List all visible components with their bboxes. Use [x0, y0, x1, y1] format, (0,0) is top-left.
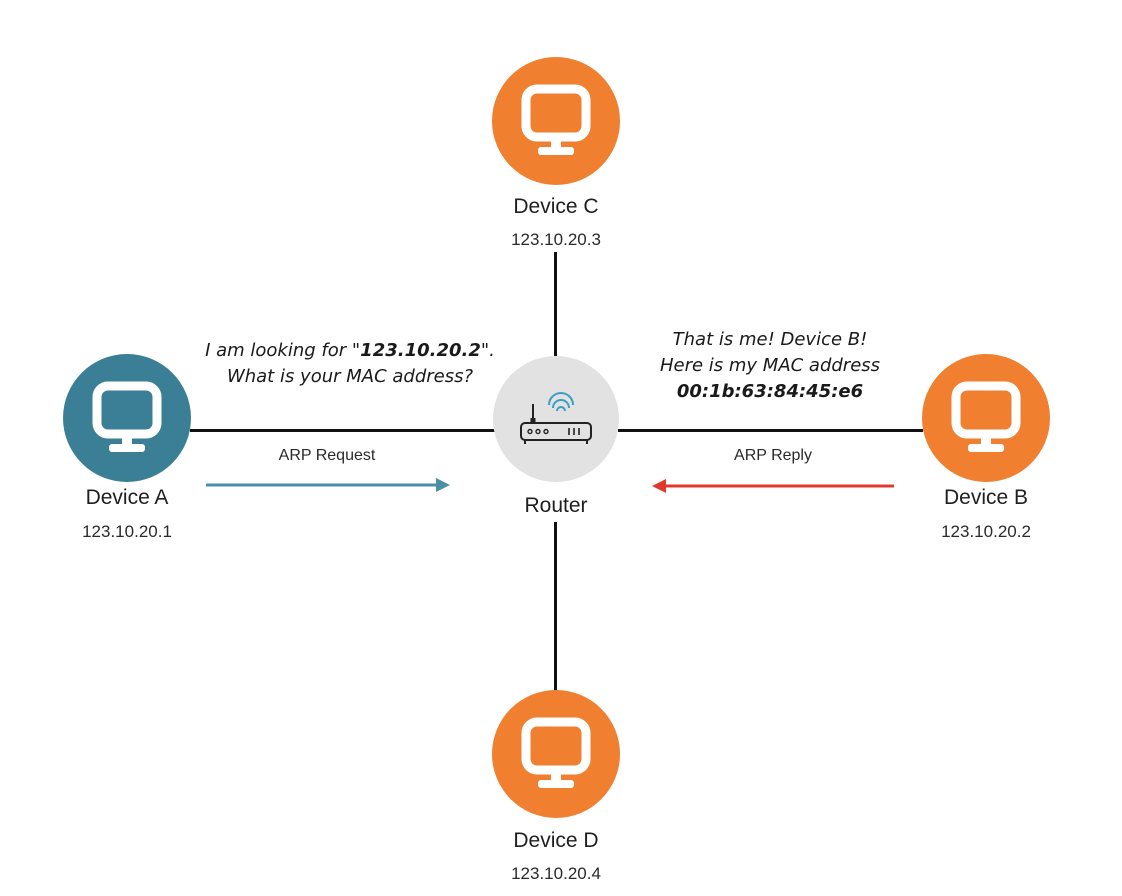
link-router-device-a	[190, 429, 495, 432]
request-message-ip: 123.10.20.2	[360, 340, 481, 361]
device-b-name: Device B	[943, 486, 1029, 509]
arp-reply-arrow	[652, 479, 894, 493]
device-c-name: Device C	[513, 195, 599, 218]
reply-message-mac: 00:1b:63:84:45:e6	[676, 381, 864, 402]
reply-message-line2: Here is my MAC address	[659, 355, 881, 376]
request-message-line1: I am looking for "123.10.20.2".	[140, 338, 560, 364]
request-message-line2: What is your MAC address?	[226, 366, 474, 387]
request-message-prefix: I am looking for "	[205, 340, 361, 361]
device-b-node[interactable]	[922, 354, 1050, 482]
link-router-device-b	[618, 429, 923, 432]
router-icon	[520, 392, 592, 444]
monitor-icon	[951, 381, 1021, 452]
monitor-icon	[92, 381, 162, 452]
link-router-device-c	[554, 252, 557, 356]
monitor-icon	[521, 84, 591, 155]
reply-message-line1: That is me! Device B!	[672, 329, 868, 350]
request-message-suffix: ".	[480, 340, 495, 361]
request-message: I am looking for "123.10.20.2". What is …	[140, 338, 560, 390]
device-b-ip: 123.10.20.2	[941, 522, 1031, 541]
device-a-node[interactable]	[63, 354, 191, 482]
device-d-node[interactable]	[492, 690, 620, 818]
router-name: Router	[524, 494, 588, 517]
arp-reply-label: ARP Reply	[734, 447, 812, 464]
device-a-name: Device A	[85, 486, 169, 509]
device-c-node[interactable]	[492, 57, 620, 185]
monitor-icon	[521, 717, 591, 788]
device-d-name: Device D	[513, 829, 599, 852]
device-d-ip: 123.10.20.4	[511, 864, 601, 883]
device-c-ip: 123.10.20.3	[511, 230, 601, 249]
link-router-device-d	[554, 522, 557, 698]
arp-request-label: ARP Request	[278, 447, 376, 464]
device-a-ip: 123.10.20.1	[82, 522, 172, 541]
arp-request-arrow	[206, 478, 450, 492]
router-node[interactable]	[493, 356, 619, 482]
reply-message: That is me! Device B! Here is my MAC add…	[560, 327, 980, 405]
